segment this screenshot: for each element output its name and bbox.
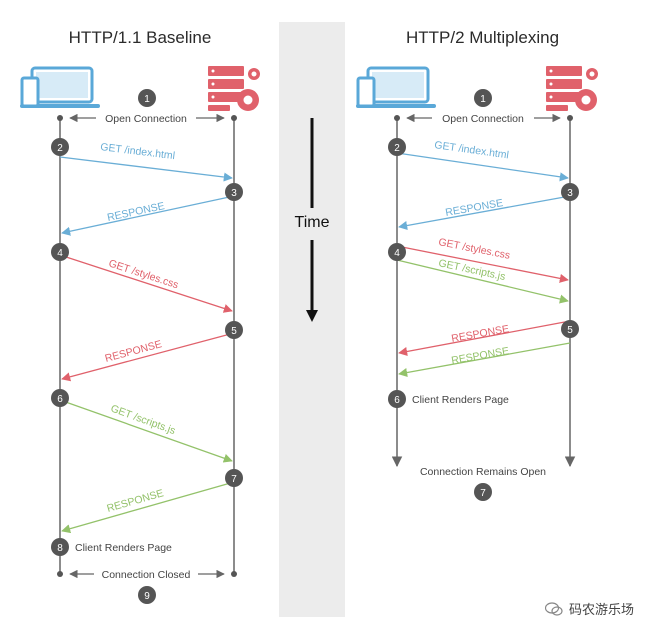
svg-text:8: 8: [57, 543, 63, 554]
message-label: GET /scripts.js: [109, 403, 177, 438]
watermark: 码农游乐场: [544, 599, 634, 618]
svg-text:2: 2: [57, 143, 63, 154]
lifeline-dot: [231, 115, 237, 121]
svg-text:4: 4: [394, 248, 400, 259]
laptop-phone-icon: [356, 66, 436, 108]
svg-text:5: 5: [567, 325, 573, 336]
message-label: GET /index.html: [434, 139, 510, 161]
step-marker: 4: [388, 243, 406, 261]
step-marker: 5: [561, 320, 579, 338]
message-label: RESPONSE: [104, 338, 163, 365]
connection-closed-label: Connection Closed: [102, 569, 191, 581]
step-marker: 3: [225, 183, 243, 201]
svg-text:1: 1: [480, 94, 486, 105]
message-label: GET /styles.css: [437, 236, 511, 262]
svg-text:3: 3: [567, 188, 573, 199]
message-arrow: [396, 152, 569, 182]
step-marker: 1: [474, 89, 492, 107]
right-panel: Open Connection GET /index.html RESPONSE…: [388, 89, 579, 501]
lifeline-dot: [231, 571, 237, 577]
message-arrow: [398, 320, 571, 356]
message-arrow: [398, 342, 571, 378]
right-title: HTTP/2 Multiplexing: [405, 28, 560, 47]
message-label: RESPONSE: [450, 345, 510, 367]
laptop-phone-icon: [20, 66, 100, 108]
step-marker: 2: [388, 138, 406, 156]
step-marker: 7: [225, 469, 243, 487]
message-arrow: [398, 195, 571, 231]
watermark-text: 码农游乐场: [568, 603, 634, 618]
svg-text:4: 4: [57, 248, 63, 259]
svg-text:3: 3: [231, 188, 237, 199]
message-arrow: [59, 399, 233, 463]
svg-text:5: 5: [231, 326, 237, 337]
left-title: HTTP/1.1 Baseline: [68, 28, 212, 47]
svg-text:6: 6: [394, 395, 400, 406]
message-arrow: [61, 481, 235, 534]
svg-text:7: 7: [480, 488, 486, 499]
svg-text:1: 1: [144, 94, 150, 105]
time-label: Time: [295, 214, 330, 231]
step-marker: 3: [561, 183, 579, 201]
message-label: RESPONSE: [444, 197, 504, 219]
message-arrow: [61, 332, 235, 382]
wechat-icon: [544, 601, 563, 616]
server-gear-icon: [546, 66, 598, 111]
server-gear-icon: [208, 66, 260, 111]
svg-text:9: 9: [144, 591, 150, 602]
message-arrow: [59, 156, 233, 182]
left-panel: Open Connection GET /index.html RESPONSE…: [51, 89, 243, 604]
open-connection-label: Open Connection: [442, 113, 524, 125]
message-arrow: [59, 254, 233, 313]
step-marker: 9: [138, 586, 156, 604]
client-renders-label: Client Renders Page: [412, 394, 509, 406]
message-arrow: [396, 245, 569, 283]
lifeline-dot: [57, 571, 63, 577]
message-arrow: [396, 259, 569, 304]
step-marker: 5: [225, 321, 243, 339]
step-marker: 8: [51, 538, 69, 556]
step-marker: 7: [474, 483, 492, 501]
step-marker: 2: [51, 138, 69, 156]
message-label: RESPONSE: [450, 323, 510, 345]
step-marker: 1: [138, 89, 156, 107]
message-label: GET /index.html: [100, 141, 176, 162]
message-label: RESPONSE: [106, 200, 166, 224]
lifeline-dot: [394, 115, 400, 121]
connection-remains-label: Connection Remains Open: [420, 466, 546, 478]
step-marker: 6: [51, 389, 69, 407]
svg-text:6: 6: [57, 394, 63, 405]
time-arrow-head: [306, 310, 318, 322]
lifeline-dot: [57, 115, 63, 121]
step-marker: 6: [388, 390, 406, 408]
message-arrow: [61, 195, 235, 236]
client-renders-label: Client Renders Page: [75, 542, 172, 554]
svg-text:7: 7: [231, 474, 237, 485]
lifeline-dot: [567, 115, 573, 121]
svg-text:2: 2: [394, 143, 400, 154]
step-marker: 4: [51, 243, 69, 261]
open-connection-label: Open Connection: [105, 113, 187, 125]
